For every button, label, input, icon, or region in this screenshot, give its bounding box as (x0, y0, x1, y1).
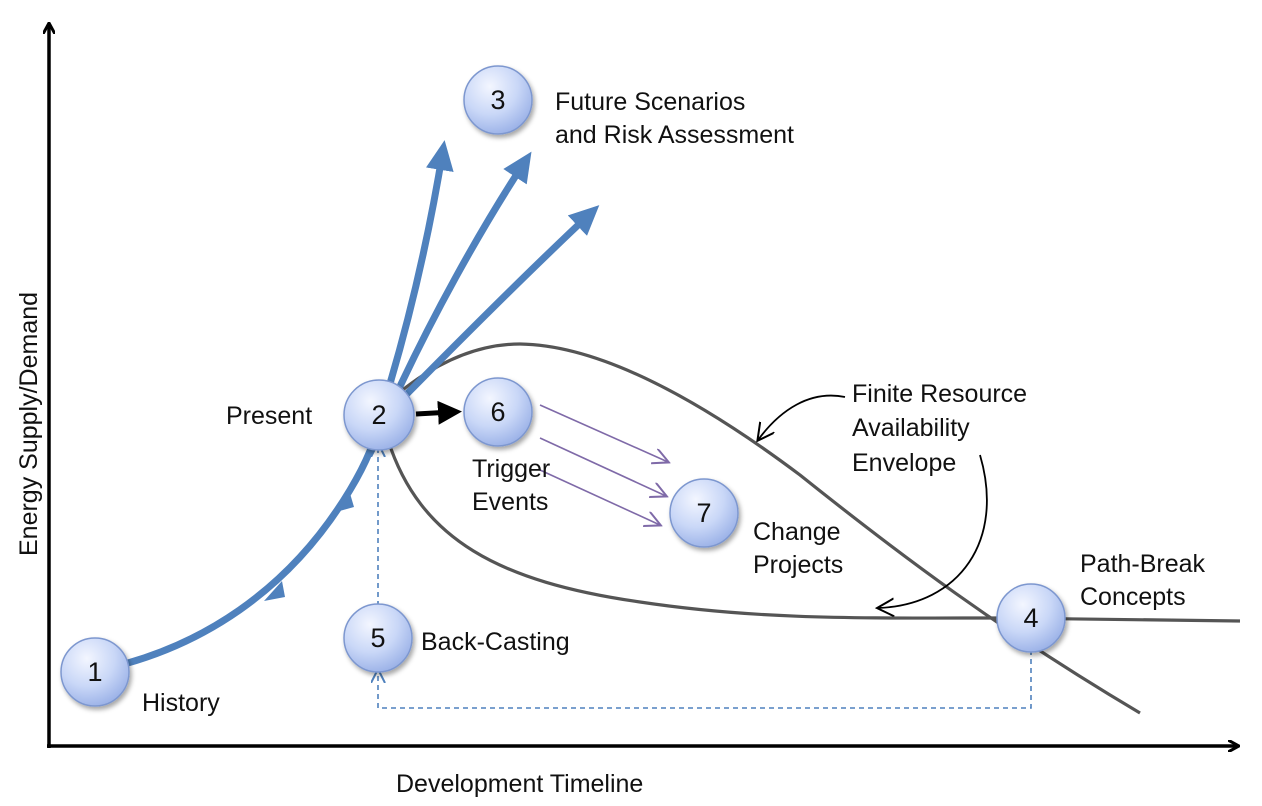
node-3-number: 3 (490, 85, 505, 115)
future-scenario-arrow-1 (378, 140, 454, 412)
envelope-lower-curve (386, 439, 1241, 623)
node-5: 5 (343, 603, 413, 673)
back-casting-dashed-line (378, 650, 1032, 709)
history-path (94, 419, 384, 675)
history-path-arrow-2 (336, 490, 354, 512)
history-path-arrow-1 (264, 581, 285, 601)
node-5-number: 5 (370, 623, 385, 653)
change-projects-label-line-1: Change (753, 518, 841, 546)
envelope-label-line-2: Availability (852, 414, 970, 442)
trigger-events-label-line-2: Events (472, 488, 548, 516)
node-1-number: 1 (87, 657, 102, 687)
node-6: 6 (463, 377, 533, 447)
future-scenarios-label-line-2: and Risk Assessment (555, 121, 794, 149)
change-projects-label-line-2: Projects (753, 551, 843, 579)
envelope-label-line-1: Finite Resource (852, 380, 1027, 408)
trigger-events-label-line-1: Trigger (472, 455, 550, 483)
node-3: 3 (463, 65, 533, 135)
envelope-upper-curve (399, 342, 1141, 715)
node-4: 4 (996, 583, 1066, 653)
envelope-annotation-arrow-lower (878, 454, 988, 608)
node-6-number: 6 (490, 397, 505, 427)
y-axis-label: Energy Supply/Demand (15, 292, 43, 556)
node-2-number: 2 (371, 400, 386, 430)
future-scenario-arrow-2 (386, 151, 532, 410)
present-label: Present (226, 402, 312, 430)
future-scenarios-label-line-1: Future Scenarios (555, 88, 745, 116)
node-2: 2 (343, 379, 415, 451)
back-casting-label: Back-Casting (421, 628, 570, 656)
envelope-annotation-arrow-upper (758, 394, 846, 440)
envelope-label-line-3: Envelope (852, 449, 956, 477)
node-7-number: 7 (696, 498, 711, 528)
node-7: 7 (669, 478, 739, 548)
node-4-number: 4 (1023, 603, 1038, 633)
trigger-arrow-2 (539, 437, 666, 496)
trigger-arrow-1 (539, 404, 668, 462)
history-label: History (142, 689, 220, 717)
node-1: 1 (60, 637, 130, 707)
trigger-arrow-3 (539, 469, 660, 525)
future-scenario-arrow-3 (392, 205, 600, 409)
path-break-label-line-2: Concepts (1080, 583, 1186, 611)
path-break-label-line-1: Path-Break (1080, 550, 1206, 578)
x-axis-label: Development Timeline (396, 770, 643, 798)
present-to-trigger-arrow (415, 400, 462, 425)
